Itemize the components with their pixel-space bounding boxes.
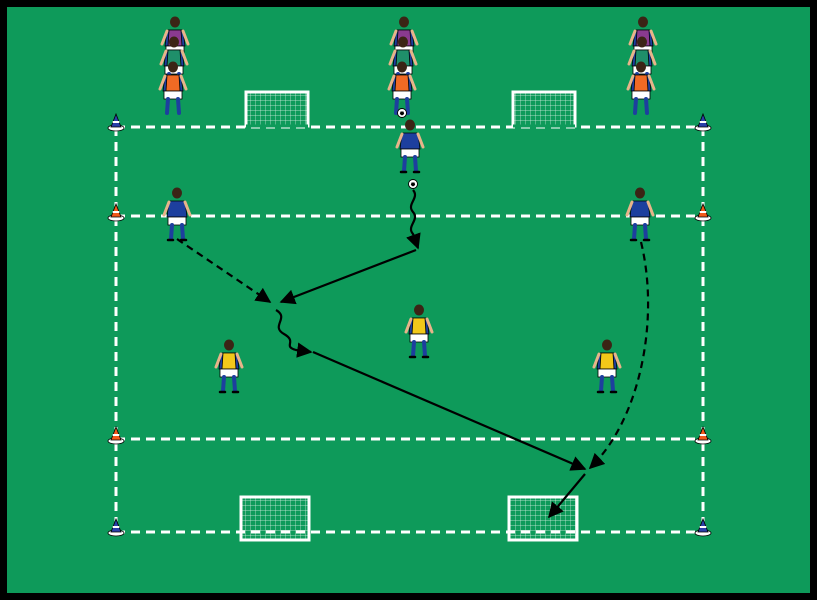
goal-icon (511, 90, 577, 128)
run-arrow (176, 238, 272, 303)
ball-icon (408, 179, 418, 189)
pass-arrow (279, 248, 417, 305)
arrow-icon (176, 189, 650, 519)
goal-icon (244, 90, 310, 128)
shot-arrow (548, 473, 586, 519)
run-arrow (588, 241, 650, 470)
pass-arrow (312, 350, 587, 471)
dribble-arrow (275, 309, 313, 358)
ball-icon (397, 108, 407, 118)
dribble-arrow (406, 189, 421, 250)
goal-icon (239, 495, 311, 542)
goal-icon (507, 495, 579, 542)
